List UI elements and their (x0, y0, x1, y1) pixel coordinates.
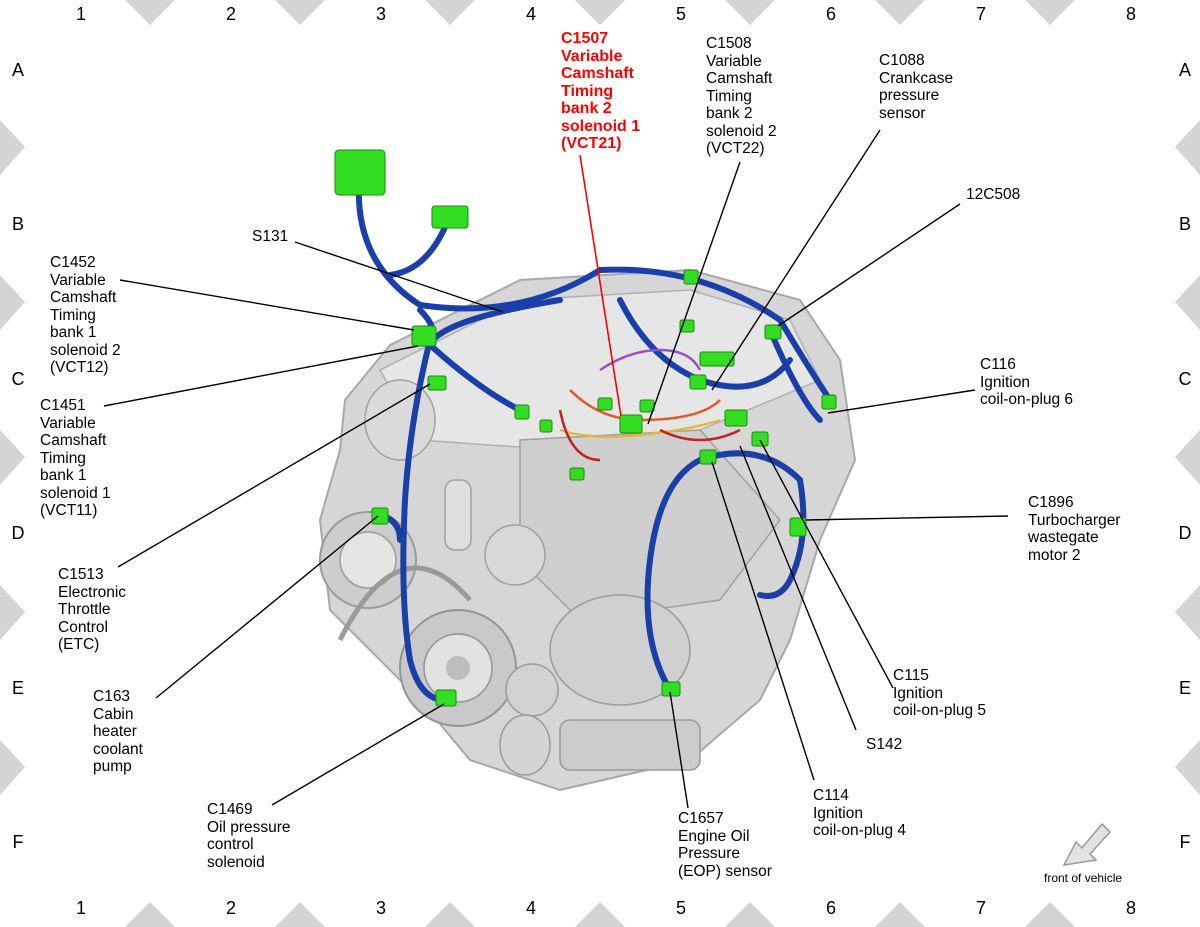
front-arrow-icon (1062, 822, 1112, 866)
grid-row-label: B (1178, 214, 1191, 234)
grid-row-label: A (11, 60, 24, 80)
grid-col-label: 6 (825, 4, 836, 24)
grid-col-label: 3 (375, 898, 386, 918)
grid-col-label: 4 (525, 898, 536, 918)
grid-col-label: 6 (825, 898, 836, 918)
callout-c1513: C1513 Electronic Throttle Control (ETC) (58, 566, 127, 653)
callout-c115: C115 Ignition coil-on-plug 5 (893, 667, 987, 719)
callout-c1657: C1657 Engine Oil Pressure (EOP) sensor (678, 810, 772, 880)
grid-col-label: 7 (975, 4, 986, 24)
grid-row-label: E (11, 678, 24, 698)
grid-row-label: F (1179, 832, 1191, 852)
grid-col-label: 7 (975, 898, 986, 918)
callout-s131: S131 (252, 228, 289, 245)
grid-row-label: B (11, 214, 24, 234)
grid-col-label: 8 (1125, 898, 1136, 918)
callout-c1469: C1469 Oil pressure control solenoid (207, 801, 291, 871)
grid-col-label: 4 (525, 4, 536, 24)
grid-row-label: E (1178, 678, 1191, 698)
grid-col-label: 1 (75, 898, 86, 918)
grid-col-label: 5 (675, 898, 686, 918)
grid-row-label: C (11, 369, 25, 389)
grid-row-label: D (1178, 523, 1192, 543)
grid-col-label: 1 (75, 4, 86, 24)
callout-c1896: C1896 Turbocharger wastegate motor 2 (1028, 494, 1121, 564)
grid-row-label: C (1178, 369, 1192, 389)
grid-row-label: D (11, 523, 25, 543)
callout-c116: C116 Ignition coil-on-plug 6 (980, 356, 1074, 408)
callout-c1088: C1088 Crankcase pressure sensor (879, 52, 954, 122)
callout-c1451: C1451 Variable Camshaft Timing bank 1 so… (40, 397, 111, 519)
callout-12c508: 12C508 (966, 186, 1021, 203)
callout-c163: C163 Cabin heater coolant pump (93, 688, 143, 775)
grid-col-label: 8 (1125, 4, 1136, 24)
front-of-vehicle-label: front of vehicle (1044, 871, 1123, 885)
grid-col-label: 5 (675, 4, 686, 24)
grid-col-label: 3 (375, 4, 386, 24)
connectors (334, 149, 837, 707)
callout-c1508: C1508 Variable Camshaft Timing bank 2 so… (706, 35, 777, 157)
engine-illustration (318, 268, 857, 792)
grid-row-label: F (12, 832, 24, 852)
callout-c114: C114 Ignition coil-on-plug 4 (813, 787, 907, 839)
grid-col-label: 2 (225, 4, 236, 24)
callout-c1507: C1507 Variable Camshaft Timing bank 2 so… (561, 30, 641, 152)
grid-row-label: A (1178, 60, 1191, 80)
callout-c1452: C1452 Variable Camshaft Timing bank 1 so… (50, 254, 121, 376)
callout-s142: S142 (866, 736, 903, 753)
leader-lines (103, 129, 1009, 809)
grid-col-label: 2 (225, 898, 236, 918)
